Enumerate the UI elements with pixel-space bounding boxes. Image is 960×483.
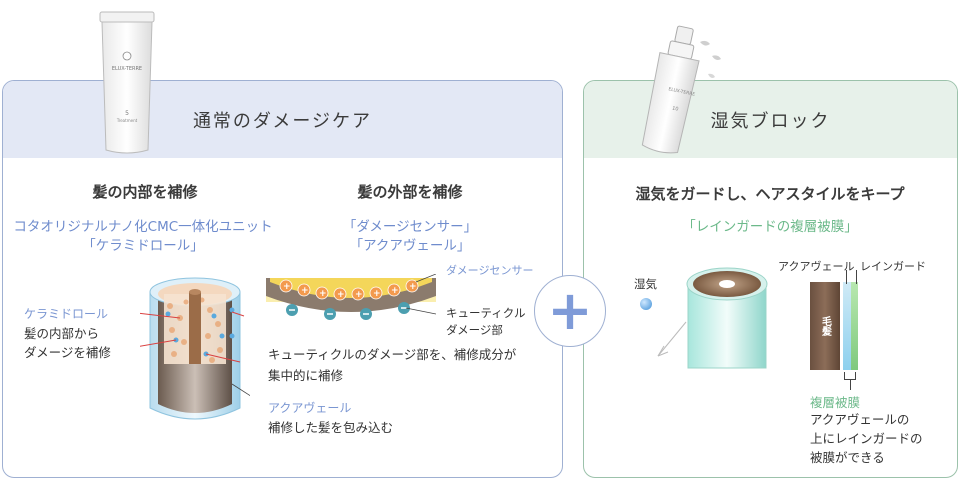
outer-desc-line2: 集中的に補修 — [268, 368, 344, 383]
multilayer-bracket — [844, 372, 856, 380]
cuticle-label-line1: キューティクル — [446, 306, 526, 320]
coated-hair-illustration — [650, 262, 770, 372]
svg-text:+: + — [391, 286, 399, 296]
plus-icon: + — [547, 279, 593, 342]
svg-text:+: + — [283, 282, 291, 292]
rain-layer-bar — [851, 282, 858, 370]
aqua-desc-left: 補修した髪を包み込む — [268, 420, 394, 435]
ceramide-label: ケラミドロール — [24, 307, 109, 321]
outer-subtitle-line1: 「ダメージセンサー」 — [342, 219, 478, 235]
svg-text:+: + — [355, 290, 363, 300]
product-tube-image: ELUX-TERRE 5 Treatment — [96, 10, 158, 160]
damage-sensor-icon: + + + + + + + + — [266, 273, 437, 320]
right-subtitle: 「レインガードの複層被膜」 — [682, 219, 858, 235]
rain-label: レインガード — [860, 260, 926, 273]
svg-text:+: + — [337, 290, 345, 300]
hair-cross-section-icon — [109, 277, 261, 420]
hair-layer-bar: 毛髪 — [810, 282, 840, 370]
outer-subtitle-line2: 「アクアヴェール」 — [349, 238, 471, 254]
left-panel: 通常のダメージケア — [2, 80, 563, 478]
aqua-layer-bar — [843, 282, 851, 370]
cuticle-illustration: + + + + + + + + — [266, 273, 437, 324]
tube-number: 5 — [125, 110, 129, 117]
hair-cylinder-illustration — [109, 270, 261, 430]
left-panel-title: 通常のダメージケア — [3, 81, 562, 158]
multilayer-pointer — [850, 380, 851, 390]
outer-heading: 髪の外部を補修 — [357, 183, 463, 201]
tube-brand: ELUX-TERRE — [111, 66, 143, 72]
coated-hair-icon — [657, 267, 768, 369]
rain-pointer-line — [856, 270, 857, 284]
tube-icon — [99, 11, 155, 154]
moisture-label: 湿気 — [634, 277, 657, 291]
hair-layer-label: 毛髪 — [819, 316, 831, 336]
right-desc-line1: アクアヴェールの — [810, 412, 910, 427]
multilayer-label: 複層被膜 — [810, 395, 861, 410]
inner-desc-line2: ダメージを補修 — [24, 345, 111, 360]
svg-text:+: + — [373, 289, 381, 299]
product-spray-image: ELUX-TERRE 10 — [612, 22, 742, 162]
right-desc-line3: 被膜ができる — [810, 450, 885, 465]
right-desc-line2: 上にレインガードの — [810, 431, 923, 446]
outer-desc-line1: キューティクルのダメージ部を、補修成分が — [268, 347, 517, 362]
right-heading: 湿気をガードし、ヘアスタイルをキープ — [635, 185, 905, 203]
svg-text:+: + — [301, 286, 309, 296]
plus-circle: + — [534, 275, 606, 347]
moisture-droplet — [640, 298, 652, 310]
inner-heading: 髪の内部を補修 — [92, 183, 198, 201]
right-panel-title: 湿気ブロック — [584, 81, 957, 158]
inner-subtitle-line1: コタオリジナルナノ化CMC一体化ユニット — [13, 219, 273, 235]
cuticle-label-line2: ダメージ部 — [446, 323, 503, 337]
aqua-label-left: アクアヴェール — [268, 401, 352, 415]
aqua-pointer-line — [846, 270, 847, 284]
spray-number: 10 — [671, 105, 679, 113]
inner-subtitle-line2: 「ケラミドロール」 — [82, 238, 204, 254]
sensor-label: ダメージセンサー — [446, 264, 534, 277]
spray-bottle-icon — [641, 25, 721, 154]
inner-desc-line1: 髪の内部から — [24, 326, 100, 341]
tube-type: Treatment — [116, 118, 138, 123]
aqua-label-right: アクアヴェール — [778, 260, 855, 273]
svg-text:+: + — [319, 289, 327, 299]
svg-text:+: + — [409, 282, 417, 292]
